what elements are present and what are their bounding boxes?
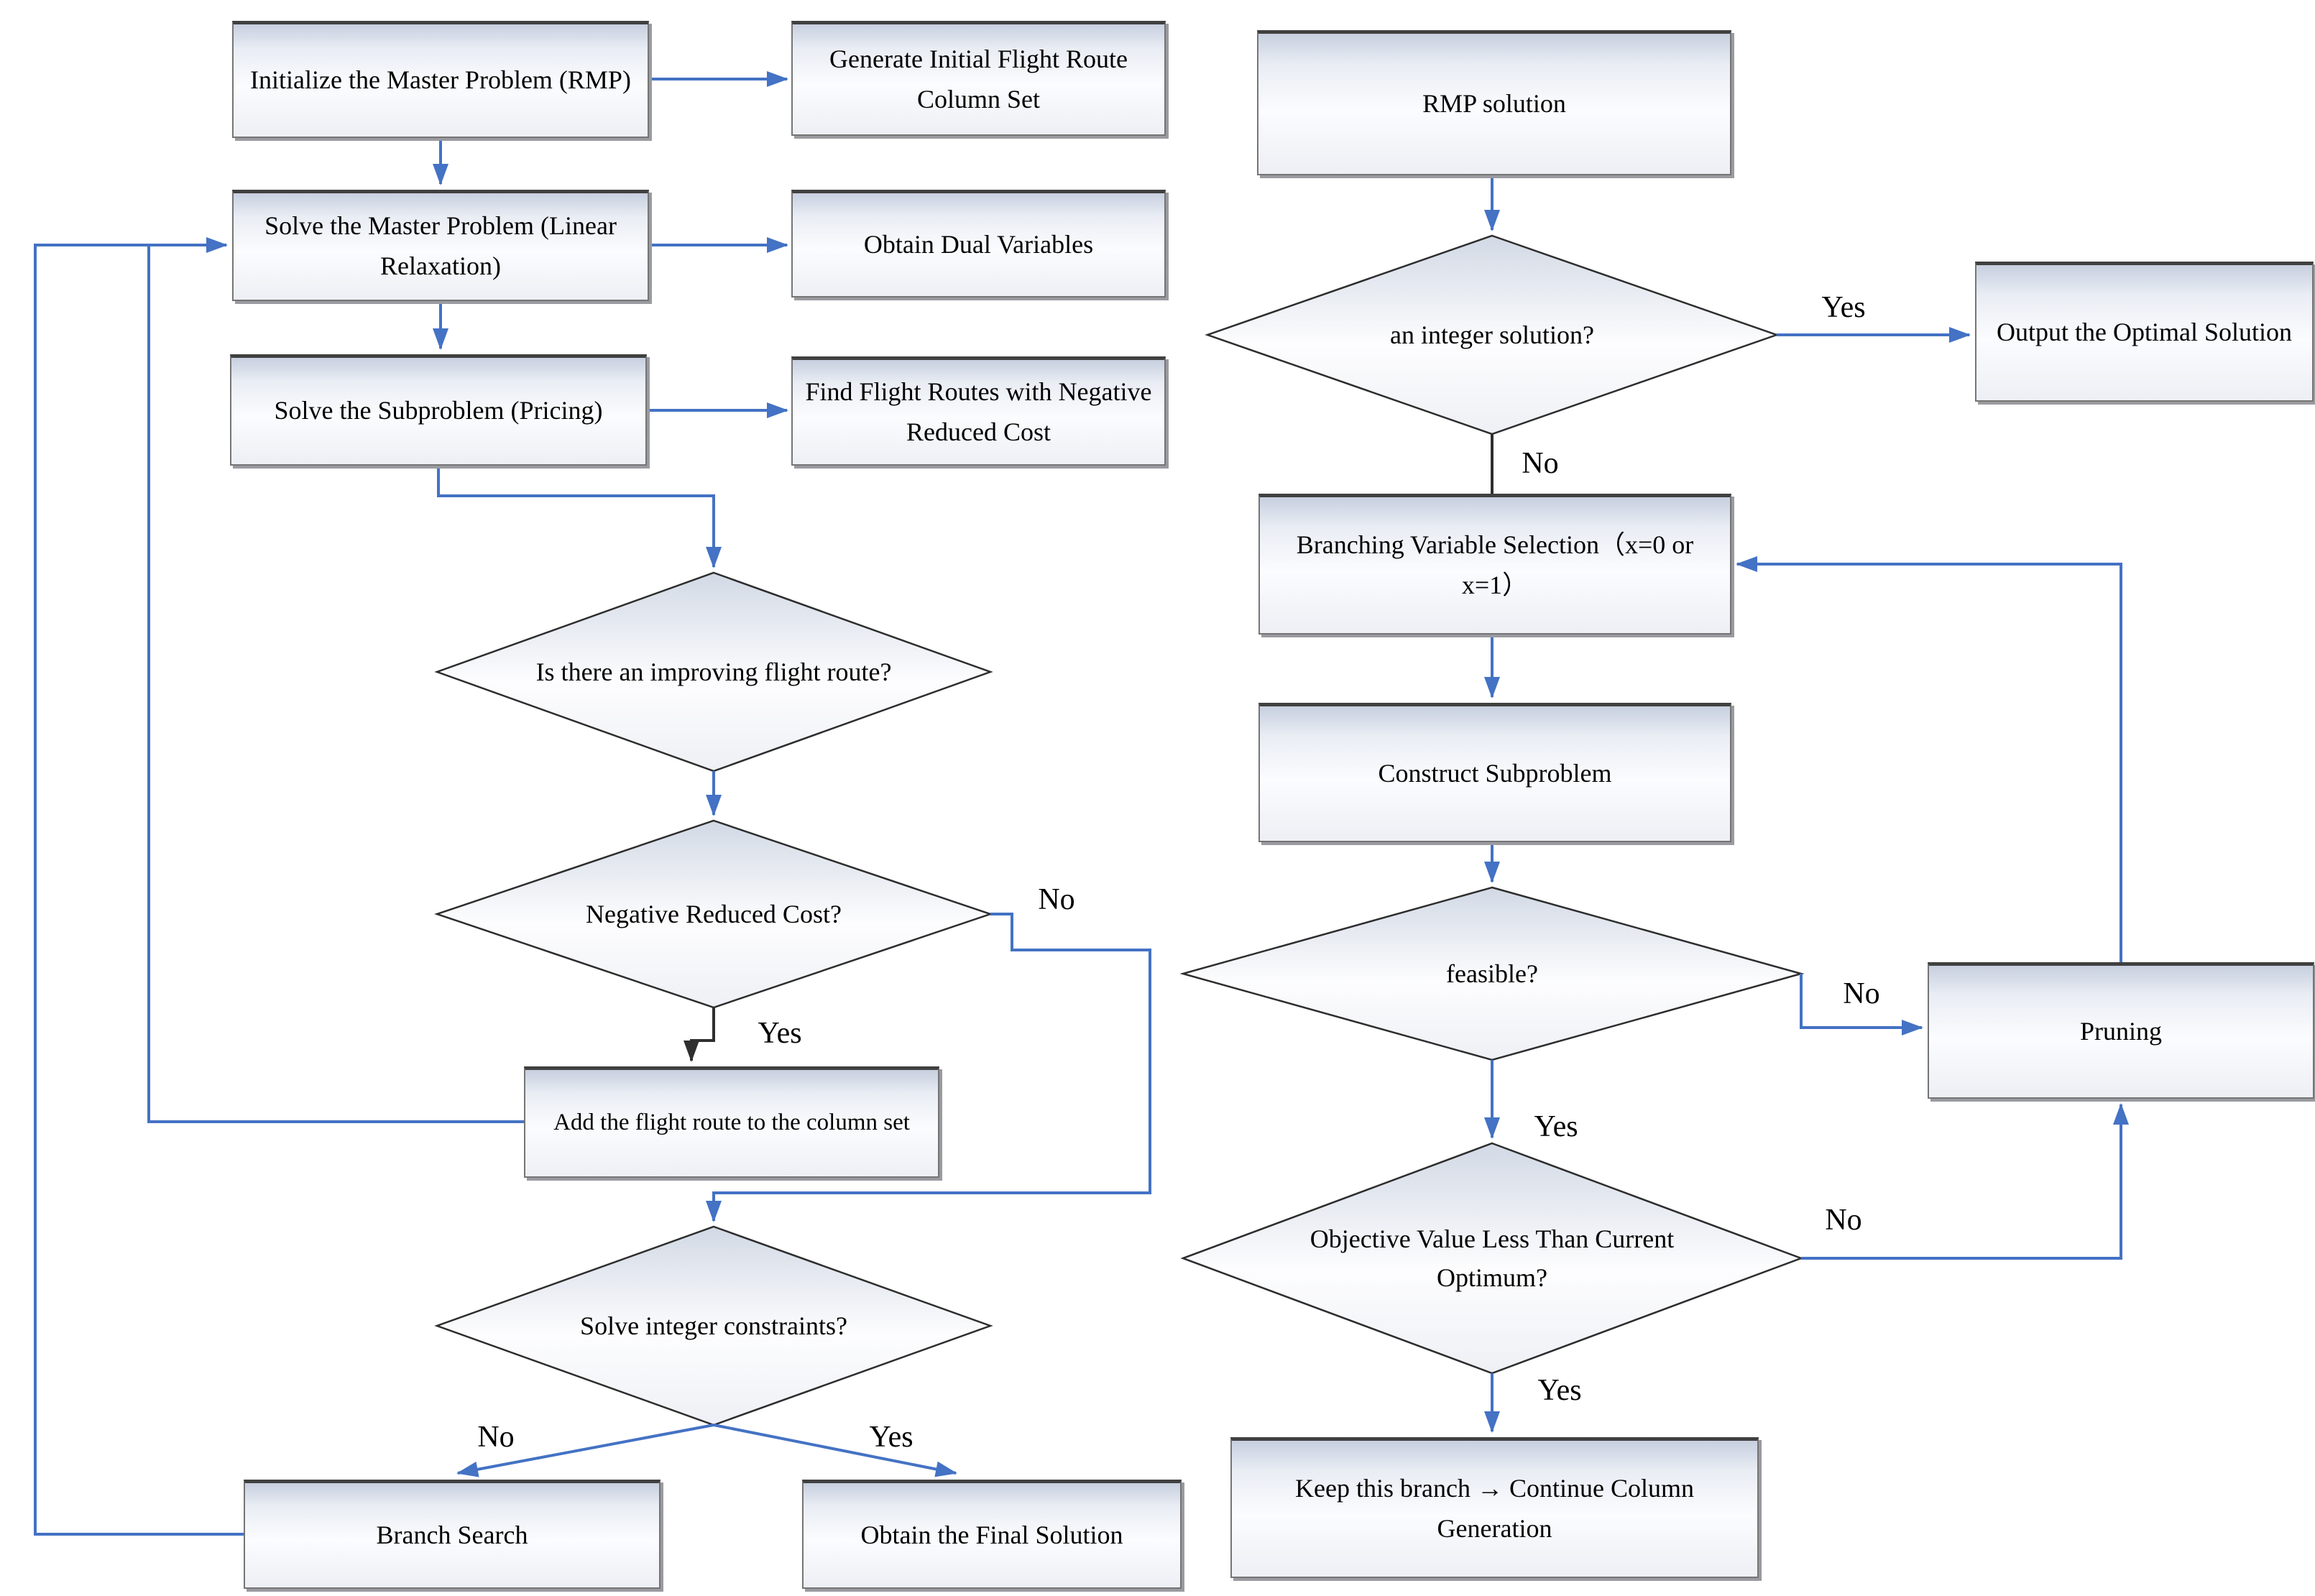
decision-feasible-shape: [1179, 886, 1805, 1061]
decision-solve-integer-shape: [434, 1225, 993, 1426]
process-rmp-solution-label: RMP solution: [1422, 88, 1566, 118]
edge-label-integer-solution-no: No: [1522, 447, 1559, 480]
edge-label-feasible-yes: Yes: [1534, 1110, 1578, 1143]
edge-label-integer-solution-yes: Yes: [1821, 291, 1866, 324]
edge-label-feasible-no: No: [1843, 977, 1880, 1010]
edge-solve-integer-yes: [713, 1424, 957, 1477]
process-initialize-rmp-label: Initialize the Master Problem (RMP): [250, 65, 631, 95]
edge-label-negative-cost-no: No: [1038, 883, 1075, 916]
edge-objective-no: [1801, 1103, 2129, 1260]
process-construct-subproblem-label: Construct Subproblem: [1378, 758, 1612, 788]
process-find-negative-routes-label: Find Flight Routes with Negative Reduced…: [805, 377, 1152, 446]
edge-branch-search-loop: [34, 244, 244, 1536]
edge-label-negative-cost-yes: Yes: [758, 1017, 802, 1050]
decision-negative-cost-shape: [434, 819, 993, 1009]
edge-negative-cost-no: [706, 913, 1151, 1222]
process-obtain-dual-variables: Obtain Dual Variables: [791, 190, 1166, 297]
edge-label-objective-no: No: [1825, 1204, 1862, 1237]
edge-negative-cost-yes: [684, 1007, 715, 1062]
process-solve-master-label: Solve the Master Problem (Linear Relaxat…: [264, 211, 617, 280]
process-initialize-rmp: Initialize the Master Problem (RMP): [232, 21, 649, 138]
edge-label-solve-integer-no: No: [477, 1421, 515, 1454]
edge-pruning-loop: [1736, 556, 2122, 962]
process-branch-search-label: Branch Search: [376, 1520, 528, 1549]
edge-solve-integer-no: [456, 1424, 714, 1477]
decision-objective-shape: [1180, 1142, 1804, 1375]
process-obtain-dual-variables-label: Obtain Dual Variables: [863, 229, 1094, 259]
process-add-route-to-column-set-label: Add the flight route to the column set: [553, 1110, 910, 1136]
edge-label-solve-integer-yes: Yes: [869, 1421, 913, 1454]
process-output-optimal-solution: Output the Optimal Solution: [1975, 262, 2314, 402]
edge-feasible-no: [1800, 974, 1923, 1035]
process-keep-branch-label: Keep this branch → Continue Column Gener…: [1295, 1473, 1694, 1543]
process-add-route-to-column-set: Add the flight route to the column set: [524, 1066, 939, 1178]
process-generate-initial-columns-label: Generate Initial Flight Route Column Set: [829, 44, 1128, 114]
edge-subproblem-to-improving: [437, 466, 722, 568]
process-branching-variable-selection-label: Branching Variable Selection（x=0 or x=1）: [1296, 530, 1694, 599]
edge-label-objective-yes: Yes: [1537, 1374, 1582, 1407]
process-pruning-label: Pruning: [2079, 1016, 2162, 1046]
process-solve-subproblem-label: Solve the Subproblem (Pricing): [274, 396, 603, 425]
process-generate-initial-columns: Generate Initial Flight Route Column Set: [791, 21, 1166, 136]
decision-integer-solution-shape: [1205, 234, 1780, 435]
process-construct-subproblem: Construct Subproblem: [1258, 703, 1731, 842]
process-output-optimal-solution-label: Output the Optimal Solution: [1997, 318, 2292, 347]
process-solve-subproblem: Solve the Subproblem (Pricing): [230, 354, 647, 466]
process-branching-variable-selection: Branching Variable Selection（x=0 or x=1）: [1258, 494, 1731, 635]
process-find-negative-routes: Find Flight Routes with Negative Reduced…: [791, 356, 1166, 466]
process-rmp-solution: RMP solution: [1257, 30, 1731, 175]
process-pruning: Pruning: [1928, 962, 2314, 1099]
process-solve-master: Solve the Master Problem (Linear Relaxat…: [232, 190, 649, 301]
process-obtain-final-solution: Obtain the Final Solution: [802, 1480, 1182, 1589]
process-branch-search: Branch Search: [244, 1480, 661, 1589]
process-obtain-final-solution-label: Obtain the Final Solution: [860, 1520, 1123, 1549]
process-keep-branch: Keep this branch → Continue Column Gener…: [1230, 1437, 1759, 1578]
decision-improving-route-shape: [434, 571, 993, 772]
